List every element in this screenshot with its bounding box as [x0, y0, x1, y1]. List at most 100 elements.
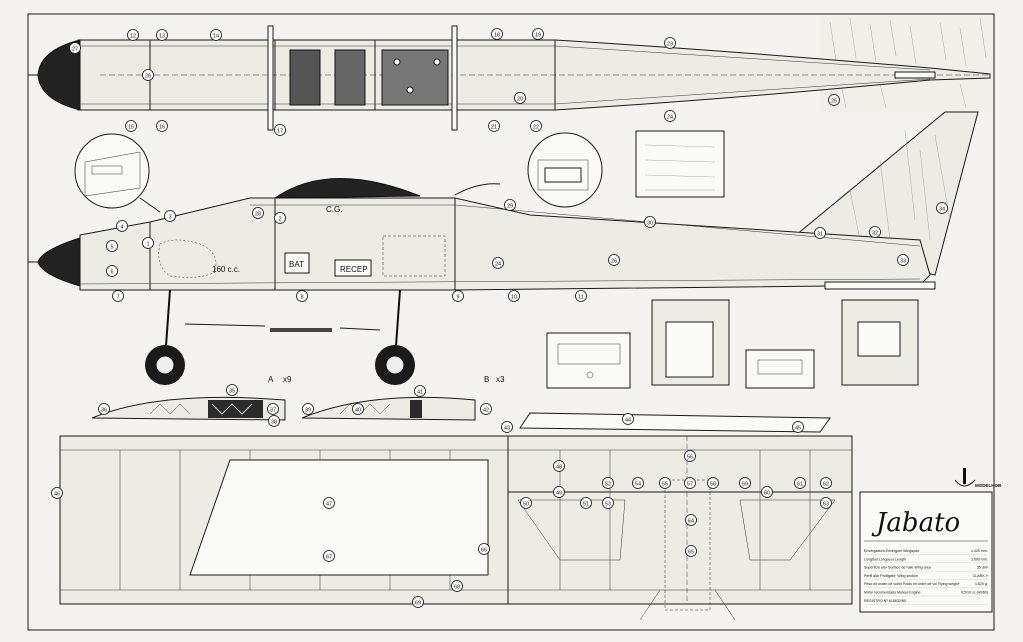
callout-number: 18	[494, 32, 500, 38]
rib-b	[301, 396, 476, 421]
callout-number: 8	[300, 294, 303, 300]
callout-marker	[478, 543, 490, 555]
callout-marker	[684, 450, 696, 462]
callout-number: 39	[305, 407, 311, 413]
callout-number: 24	[495, 261, 501, 267]
callout-marker	[897, 254, 909, 266]
callout-marker	[302, 403, 314, 415]
callout-marker	[580, 497, 592, 509]
callout-marker	[268, 415, 280, 427]
spec-label: REGISTRO Nº M-6632/80	[864, 599, 906, 603]
callout-marker	[707, 477, 719, 489]
callout-number: 23	[667, 41, 673, 47]
callout-number: 49	[556, 490, 562, 496]
callout-number: 46	[54, 491, 60, 497]
callout-number: 58	[710, 481, 716, 487]
fuselage-side-view	[28, 111, 979, 385]
callout-number: 14	[213, 33, 219, 39]
callout-number: 7	[116, 294, 119, 300]
callout-marker	[51, 487, 63, 499]
top-former-b	[451, 25, 458, 131]
callout-marker	[602, 477, 614, 489]
callout-marker	[664, 37, 676, 49]
battery-label: BAT	[289, 260, 304, 269]
callout-number: 54	[635, 481, 641, 487]
callout-marker	[451, 580, 463, 592]
rib-a-count: x9	[283, 375, 292, 384]
callout-number: 64	[688, 518, 694, 524]
callout-number: 66	[481, 547, 487, 553]
brand-name: MODELHOB	[975, 483, 1002, 488]
tank-compartment	[289, 49, 321, 106]
spec-label: Superficie alar Surface de l'aile Wing a…	[864, 566, 931, 570]
callout-marker	[632, 477, 644, 489]
callout-marker	[69, 42, 81, 54]
spec-value: 1.560 mm.	[971, 557, 988, 561]
callout-marker	[210, 29, 222, 41]
rib-b-letter: B	[484, 375, 489, 384]
detail-arrow	[454, 183, 501, 196]
wing-plan-view	[59, 412, 853, 621]
cg-label: C.G.	[326, 205, 342, 214]
callout-number: 41	[417, 389, 423, 395]
callout-marker	[116, 220, 128, 232]
callout-marker	[492, 257, 504, 269]
callout-number: 62	[823, 481, 829, 487]
callout-marker	[659, 477, 671, 489]
callout-number: 30	[647, 220, 653, 226]
callout-number: 36	[101, 407, 107, 413]
spec-value: CLARK Y	[973, 574, 989, 578]
callout-number: 48	[556, 464, 562, 470]
tailwheel-side	[824, 281, 936, 290]
spec-value: 6,5/10 cc (40/60)	[961, 591, 988, 595]
callout-marker	[156, 29, 168, 41]
wing-profile-silhouette	[273, 178, 421, 199]
callout-number: 51	[583, 501, 589, 507]
callout-marker	[685, 514, 697, 526]
callout-marker	[274, 124, 286, 136]
engine-label: 160 c.c.	[212, 265, 240, 274]
callout-marker	[296, 290, 308, 302]
callout-number: 43	[504, 425, 510, 431]
gear-part-a	[184, 323, 266, 327]
callout-marker	[553, 486, 565, 498]
callout-number: 47	[326, 501, 332, 507]
formers	[546, 299, 919, 389]
callout-marker	[323, 550, 335, 562]
callout-number: 19	[535, 32, 541, 38]
former-1	[546, 332, 631, 389]
callout-marker	[936, 202, 948, 214]
callout-marker	[252, 207, 264, 219]
callout-marker	[792, 421, 804, 433]
callout-marker	[414, 385, 426, 397]
callout-number: 6	[110, 269, 113, 275]
former-3	[745, 349, 815, 389]
callout-marker	[142, 237, 154, 249]
callout-marker	[644, 216, 656, 228]
callout-number: 16	[159, 124, 165, 130]
callout-number: 65	[688, 549, 694, 555]
callout-number: 33	[900, 258, 906, 264]
spinner-side	[37, 237, 81, 287]
callout-number: 57	[687, 481, 693, 487]
hinge-detail-circle	[74, 133, 150, 209]
callout-number: 38	[271, 419, 277, 425]
brand-logo: MODELHOB	[954, 468, 1002, 488]
callout-marker	[142, 69, 154, 81]
callout-number: 2	[278, 216, 281, 222]
receiver-label: RECEP	[340, 265, 368, 274]
callout-marker	[820, 477, 832, 489]
callout-number: 22	[533, 124, 539, 130]
sheet-border	[27, 13, 995, 631]
callout-marker	[412, 596, 424, 608]
callout-number: 56	[687, 454, 693, 460]
callout-number: 1	[146, 241, 149, 247]
plan-title: Jabato	[871, 508, 960, 538]
spec-value: 1.420 mm.	[971, 549, 988, 553]
callout-number: 4	[120, 224, 123, 230]
callout-marker	[508, 290, 520, 302]
battery-box	[284, 252, 310, 274]
